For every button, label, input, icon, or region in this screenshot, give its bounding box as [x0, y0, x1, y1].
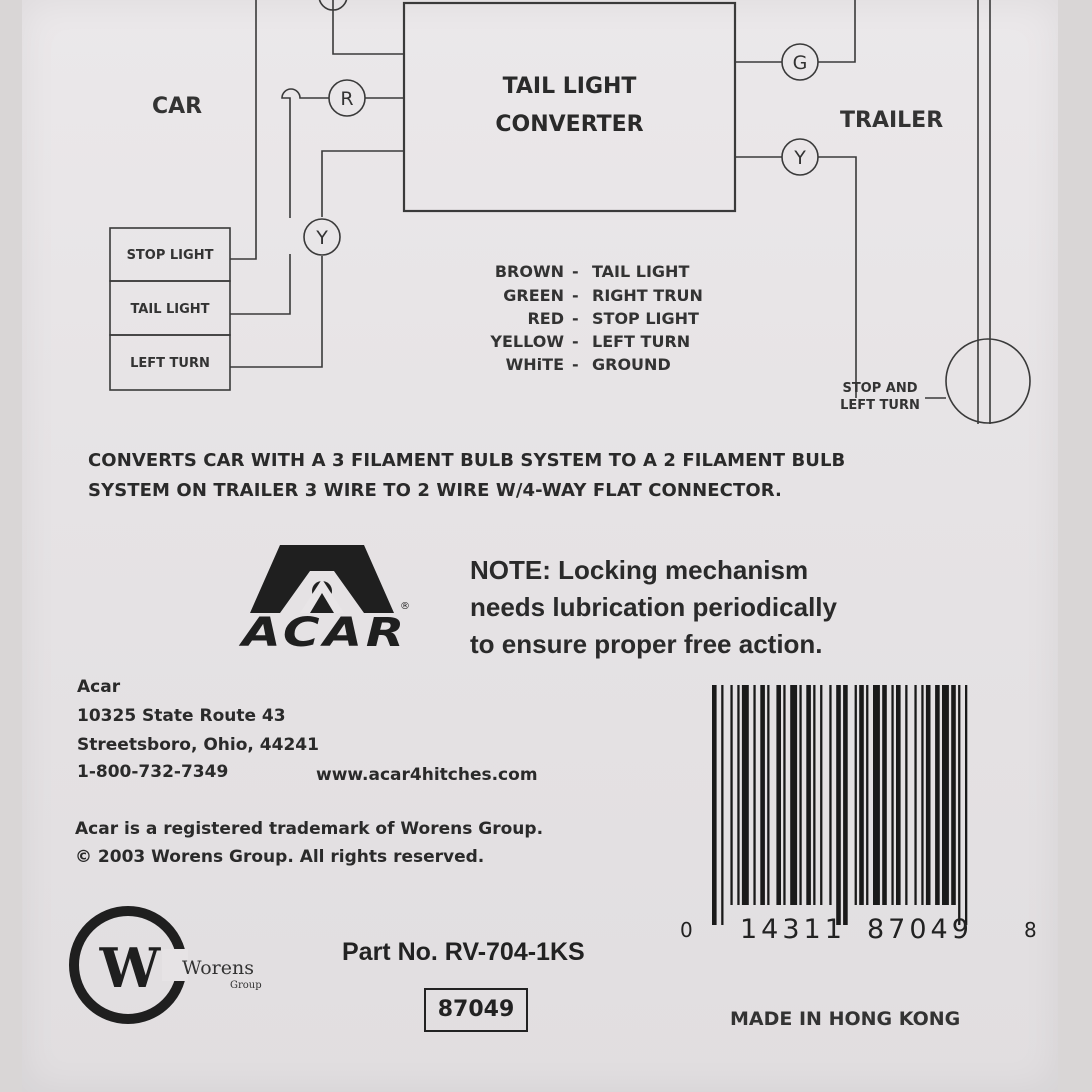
- barcode-bar: [776, 685, 781, 905]
- legend-dash: -: [572, 309, 579, 328]
- barcode-bar: [882, 685, 887, 905]
- barcode-bar: [921, 685, 924, 905]
- barcode-bar: [820, 685, 823, 905]
- lamp-label-line2: LEFT TURN: [840, 398, 920, 413]
- legend-function: STOP LIGHT: [592, 309, 699, 328]
- worens-name: Worens: [182, 957, 254, 979]
- trademark-line2: © 2003 Worens Group. All rights reserved…: [75, 847, 485, 867]
- barcode-bar: [905, 685, 908, 905]
- legend-color: YELLOW: [490, 332, 564, 351]
- phone-number: 1-800-732-7349: [77, 762, 229, 782]
- barcode-bar: [866, 685, 869, 905]
- note-line2: needs lubrication periodically: [470, 592, 837, 622]
- barcode-bar: [790, 685, 798, 905]
- legend-color: RED: [527, 309, 564, 328]
- description-line1: CONVERTS CAR WITH A 3 FILAMENT BULB SYST…: [88, 450, 846, 471]
- note-line1: NOTE: Locking mechanism: [470, 555, 809, 585]
- car-label: CAR: [152, 94, 203, 119]
- legend-function: LEFT TURN: [592, 332, 691, 351]
- barcode-bar: [958, 685, 961, 925]
- barcode-bar: [730, 685, 733, 905]
- converter-title-line2: CONVERTER: [495, 112, 644, 137]
- barcode-bar: [712, 685, 717, 925]
- car-box-left-turn: LEFT TURN: [130, 356, 210, 371]
- website: www.acar4hitches.com: [316, 765, 538, 785]
- barcode-bar: [965, 685, 968, 925]
- barcode-bar: [891, 685, 894, 905]
- converter-title-line1: TAIL LIGHT: [502, 74, 637, 99]
- barcode-bar: [859, 685, 864, 905]
- barcode-bar: [799, 685, 802, 905]
- street-address: 10325 State Route 43: [77, 706, 286, 726]
- barcode-bar: [843, 685, 848, 925]
- barcode-bar: [806, 685, 811, 905]
- acar-wordmark: ACAR: [242, 610, 409, 656]
- barcode-bar: [836, 685, 841, 925]
- product-card: R Y G Y CAR TRAILER TAIL LIGHT CONVERTER…: [22, 0, 1058, 1092]
- barcode-bar: [854, 685, 857, 905]
- legend-function: RIGHT TRUN: [592, 286, 703, 305]
- barcode-bar: [914, 685, 917, 905]
- car-box-stop-light: STOP LIGHT: [126, 248, 214, 263]
- barcode-bar: [925, 685, 931, 905]
- barcode-bar: [760, 685, 765, 905]
- legend-color: WHiTE: [505, 355, 564, 374]
- barcode-right-digits: 87049: [867, 914, 973, 945]
- barcode-bar: [753, 685, 756, 905]
- legend-function: GROUND: [592, 355, 671, 374]
- barcode-bar: [829, 685, 832, 905]
- circle-r-label: R: [340, 88, 353, 110]
- worens-logo-mark: W: [69, 906, 188, 1024]
- note-line3: to ensure proper free action.: [470, 629, 823, 659]
- legend-color: GREEN: [503, 286, 564, 305]
- barcode-bar: [783, 685, 786, 905]
- company-name: Acar: [77, 677, 121, 697]
- legend-dash: -: [572, 355, 579, 374]
- barcode-first-digit: 0: [680, 918, 693, 942]
- legend-function: TAIL LIGHT: [592, 262, 690, 281]
- trailer-label: TRAILER: [840, 108, 944, 133]
- trademark-line1: Acar is a registered trademark of Worens…: [75, 819, 544, 839]
- barcode-bar: [942, 685, 949, 905]
- barcode-bar: [896, 685, 901, 905]
- wiring-diagram: R Y G Y: [109, 0, 1031, 424]
- barcode-bar: [737, 685, 740, 905]
- barcode-bar: [935, 685, 940, 905]
- legend-dash: -: [572, 262, 579, 281]
- barcode-last-digit: 8: [1024, 918, 1037, 942]
- description-line2: SYSTEM ON TRAILER 3 WIRE TO 2 WIRE W/4-W…: [88, 480, 782, 501]
- part-number-label: Part No. RV-704-1KS: [342, 938, 585, 966]
- circle-g-label: G: [793, 52, 808, 74]
- lamp-label-line1: STOP AND: [842, 381, 918, 396]
- city-address: Streetsboro, Ohio, 44241: [77, 735, 319, 755]
- barcode-bar: [813, 685, 816, 905]
- part-number-box: 87049: [424, 988, 528, 1032]
- circle-y-car-label: Y: [315, 227, 328, 249]
- barcode-bar: [873, 685, 880, 905]
- barcode-bar: [951, 685, 956, 905]
- barcode: [712, 685, 968, 925]
- barcode-left-digits: 14311: [740, 914, 846, 945]
- worens-group: Group: [230, 980, 262, 991]
- legend-dash: -: [572, 286, 579, 305]
- worens-w-letter: W: [99, 936, 162, 1000]
- legend-dash: -: [572, 332, 579, 351]
- barcode-bar: [767, 685, 770, 905]
- circle-y-trailer-label: Y: [793, 147, 806, 169]
- barcode-bar: [721, 685, 724, 925]
- car-box-tail-light: TAIL LIGHT: [130, 302, 210, 317]
- legend-color: BROWN: [494, 262, 564, 281]
- barcode-bar: [741, 685, 749, 905]
- registered-mark: ®: [400, 601, 410, 612]
- acar-logo-mark: ®: [250, 545, 410, 613]
- made-in-label: MADE IN HONG KONG: [730, 1008, 961, 1030]
